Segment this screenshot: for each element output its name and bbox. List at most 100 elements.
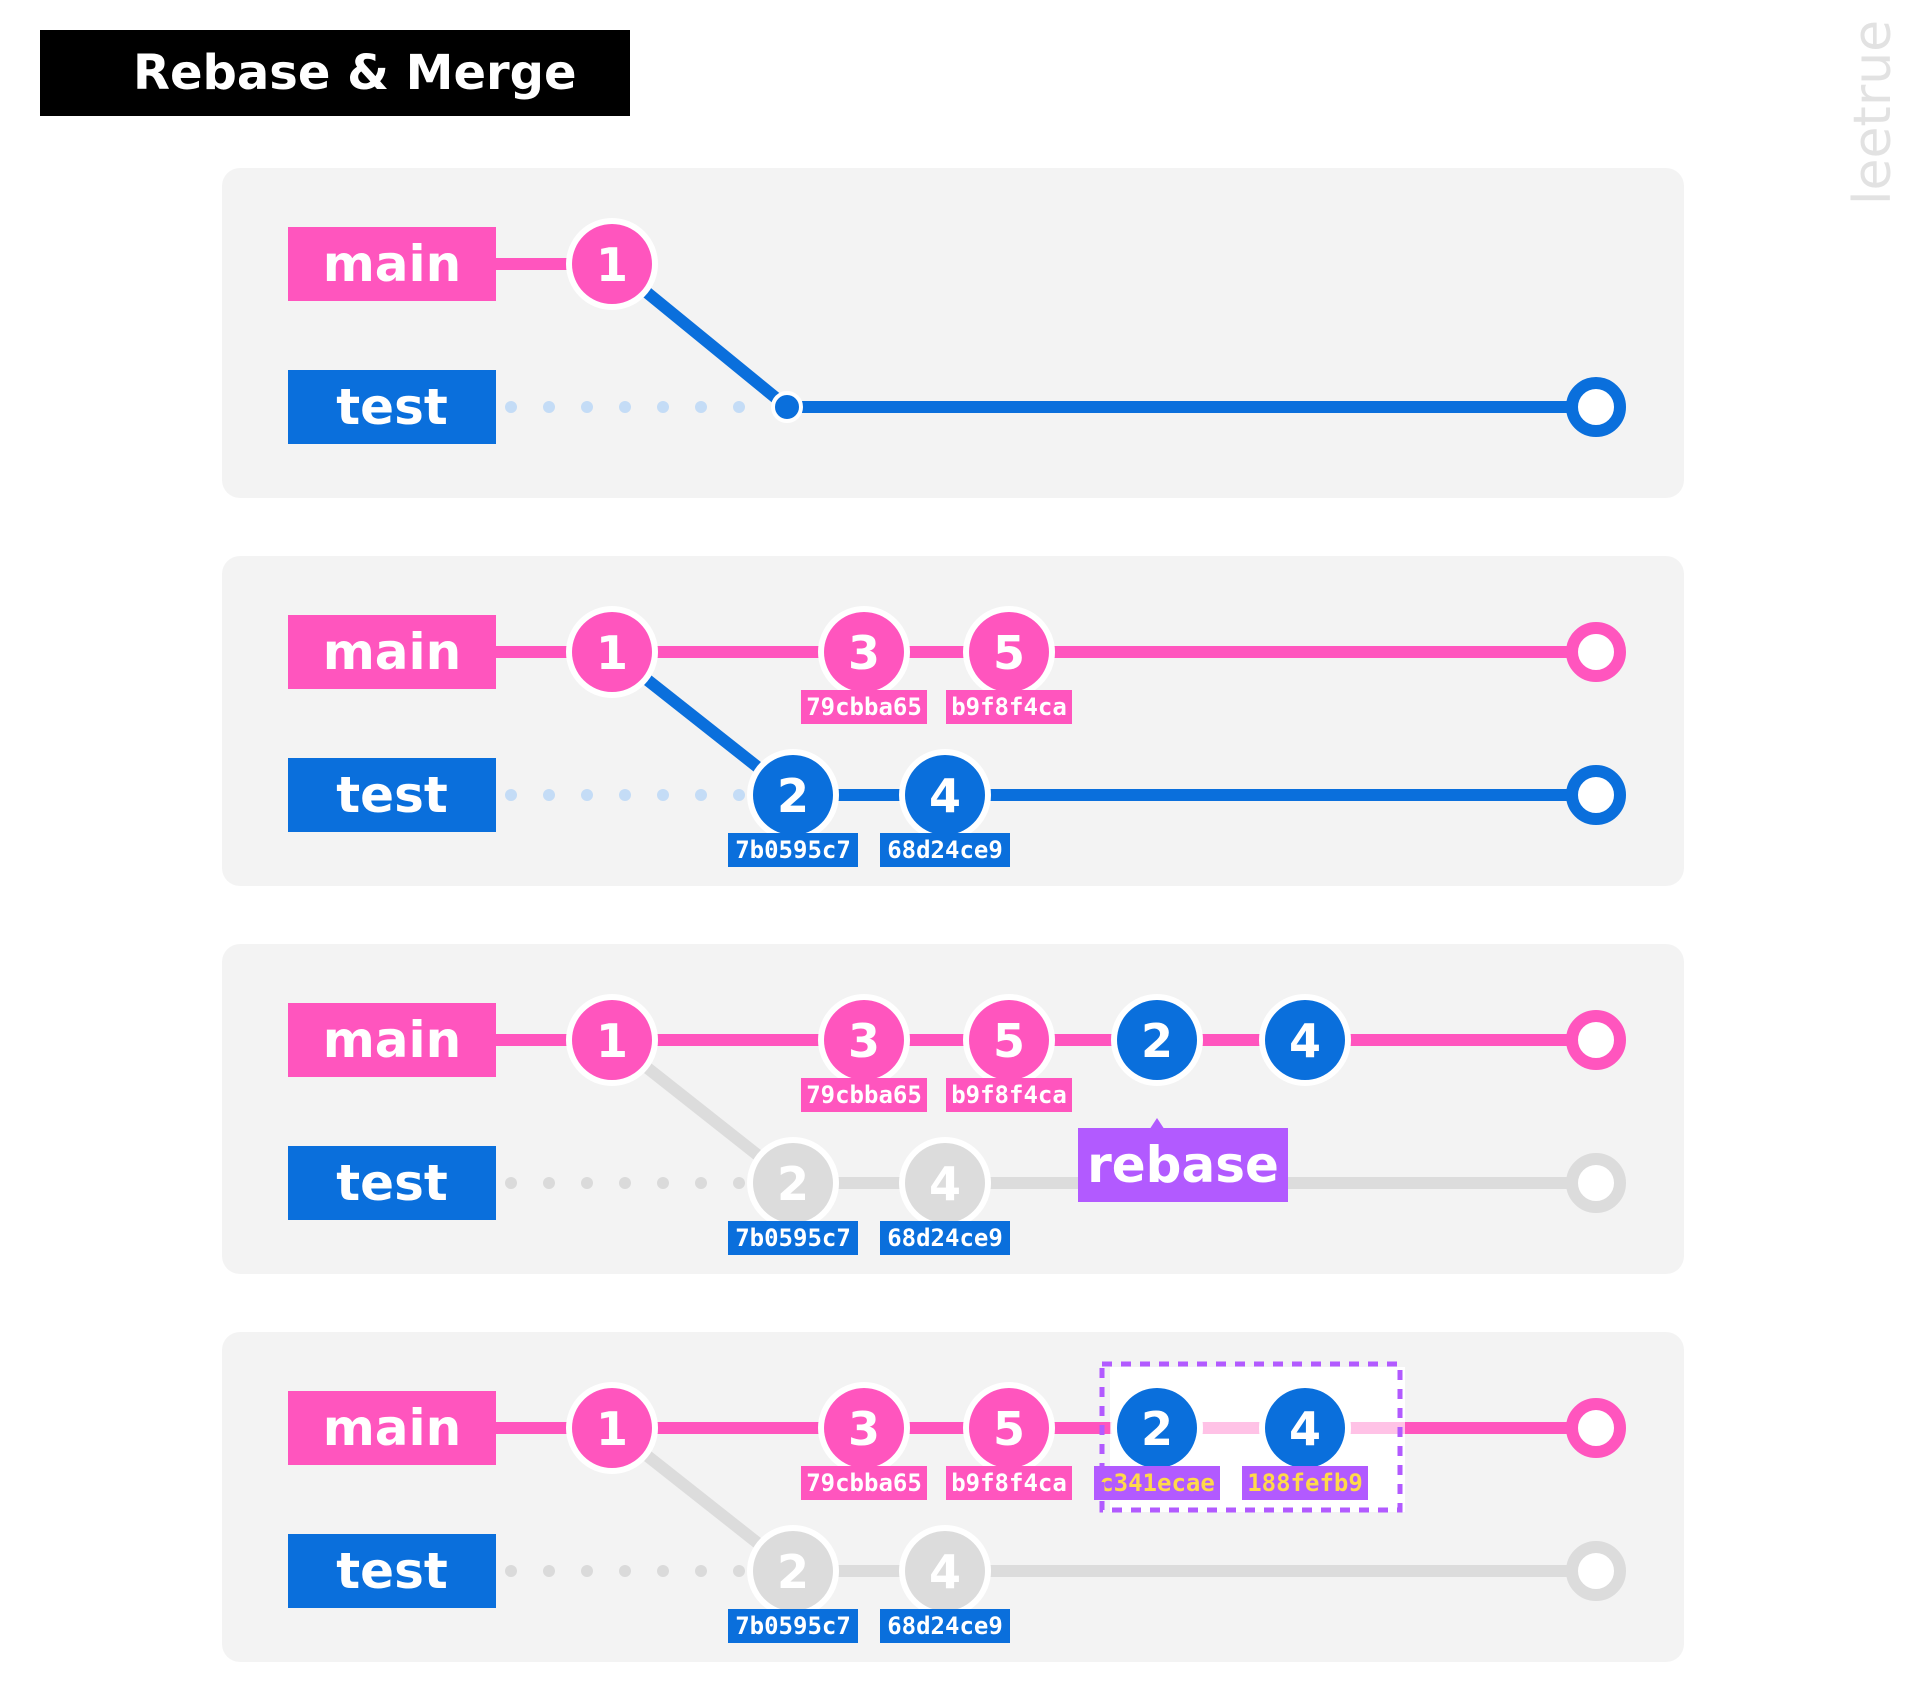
commit-node-main-5 — [969, 612, 1049, 692]
branch-head-main — [1566, 1398, 1626, 1458]
rebased-commits-outline — [1099, 1361, 1403, 1513]
commit-node-main-4-label: 4 — [1289, 1014, 1321, 1068]
commit-node-main-3-label: 3 — [848, 626, 880, 680]
dot — [733, 789, 745, 801]
dot — [543, 789, 555, 801]
commit-node-main-5-label: 5 — [993, 1014, 1025, 1068]
commit-node-main-1 — [572, 224, 652, 304]
commit-hash-test: 7b0595c7 — [735, 836, 851, 864]
commit-hash-main-bg — [801, 1466, 927, 1500]
commit-node-test-2-label: 2 — [777, 769, 809, 823]
commit-node-main-2 — [1117, 1388, 1197, 1468]
branch-head-test — [1566, 765, 1626, 825]
branch-label-test-box — [288, 1534, 496, 1608]
commit-node-main-2-label: 2 — [1141, 1014, 1173, 1068]
commit-node-test-4 — [905, 1143, 985, 1223]
commit-hash-main: b9f8f4ca — [951, 1081, 1067, 1109]
commit-node-main-5 — [969, 1388, 1049, 1468]
commit-hash-main-bg — [946, 1466, 1072, 1500]
commit-node-test-4-label: 4 — [929, 1545, 961, 1599]
branch-head-test — [1566, 1541, 1626, 1601]
commit-hash-main-bg — [801, 1078, 927, 1112]
commit-hash-main: 79cbba65 — [806, 1469, 922, 1497]
commit-node-main-1 — [572, 1388, 652, 1468]
commit-node-main-1 — [572, 612, 652, 692]
panel-background — [222, 168, 1684, 498]
commit-hash-main-bg — [946, 1078, 1072, 1112]
dot — [505, 1177, 517, 1189]
commit-hash-test: 7b0595c7 — [735, 1224, 851, 1252]
dot — [695, 1565, 707, 1577]
commit-node-main-3 — [824, 1388, 904, 1468]
dot — [695, 789, 707, 801]
commit-node-main-1-label: 1 — [596, 238, 628, 292]
commit-hash-test-bg — [728, 1609, 858, 1643]
commit-node-test-2 — [753, 1531, 833, 1611]
commit-hash-rebased-bg — [1094, 1466, 1220, 1500]
commit-node-test-4 — [905, 755, 985, 835]
dot — [657, 1177, 669, 1189]
commit-hash-test-bg — [880, 1609, 1010, 1643]
commit-hash-test-bg — [728, 1221, 858, 1255]
commit-hash-main: b9f8f4ca — [951, 1469, 1067, 1497]
dot — [695, 401, 707, 413]
commit-node-test-4 — [905, 1531, 985, 1611]
commit-hash-rebased: 188fefb9 — [1247, 1469, 1363, 1497]
commit-node-test-2 — [753, 755, 833, 835]
commit-node-test-2 — [753, 1143, 833, 1223]
commit-hash-main-bg — [946, 690, 1072, 724]
commit-hash-test: 68d24ce9 — [887, 836, 1003, 864]
commit-hash-test-bg — [880, 833, 1010, 867]
commit-node-main-1 — [572, 1000, 652, 1080]
commit-node-test-4-label: 4 — [929, 1157, 961, 1211]
dot — [733, 1565, 745, 1577]
branch-label-main-box — [288, 227, 496, 301]
dot — [581, 789, 593, 801]
commit-hash-test: 7b0595c7 — [735, 1612, 851, 1640]
commit-node-test-2-label: 2 — [777, 1157, 809, 1211]
branch-label-test-box — [288, 370, 496, 444]
branch-label-test-box — [288, 1146, 496, 1220]
dot — [505, 401, 517, 413]
commit-node-test-4-label: 4 — [929, 769, 961, 823]
branch-head-main — [1566, 1010, 1626, 1070]
dot — [581, 401, 593, 413]
dot — [505, 1565, 517, 1577]
branch-point — [771, 391, 803, 423]
branch-label-main-box — [288, 615, 496, 689]
commit-node-main-1-label: 1 — [596, 1014, 628, 1068]
commit-node-main-3 — [824, 612, 904, 692]
branch-label-main: main — [323, 235, 462, 293]
commit-node-main-4-label: 4 — [1289, 1402, 1321, 1456]
commit-hash-test-bg — [880, 1221, 1010, 1255]
rebase-callout-box — [1078, 1128, 1288, 1202]
rebase-label: rebase — [1087, 1136, 1279, 1194]
dot — [657, 789, 669, 801]
branch-label-test-box — [288, 758, 496, 832]
branch-head-test — [1566, 1153, 1626, 1213]
commit-node-main-5 — [969, 1000, 1049, 1080]
commit-hash-rebased-bg — [1242, 1466, 1368, 1500]
branch-label-test: test — [336, 1542, 447, 1600]
commit-node-main-2 — [1117, 1000, 1197, 1080]
commit-node-main-3-label: 3 — [848, 1402, 880, 1456]
branch-label-test: test — [336, 1154, 447, 1212]
dot — [543, 401, 555, 413]
panel-1: main test 1 — [222, 168, 1684, 498]
branch-label-test: test — [336, 378, 447, 436]
page-title: Rebase & Merge — [40, 30, 630, 116]
branch-label-main: main — [323, 1011, 462, 1069]
commit-hash-main: 79cbba65 — [806, 1081, 922, 1109]
commit-node-main-5-label: 5 — [993, 1402, 1025, 1456]
commit-hash-test-bg — [728, 833, 858, 867]
dot — [733, 401, 745, 413]
branch-head-main — [1566, 622, 1626, 682]
dot — [733, 1177, 745, 1189]
dot — [619, 1177, 631, 1189]
dot — [581, 1565, 593, 1577]
dot — [543, 1177, 555, 1189]
dot — [581, 1177, 593, 1189]
